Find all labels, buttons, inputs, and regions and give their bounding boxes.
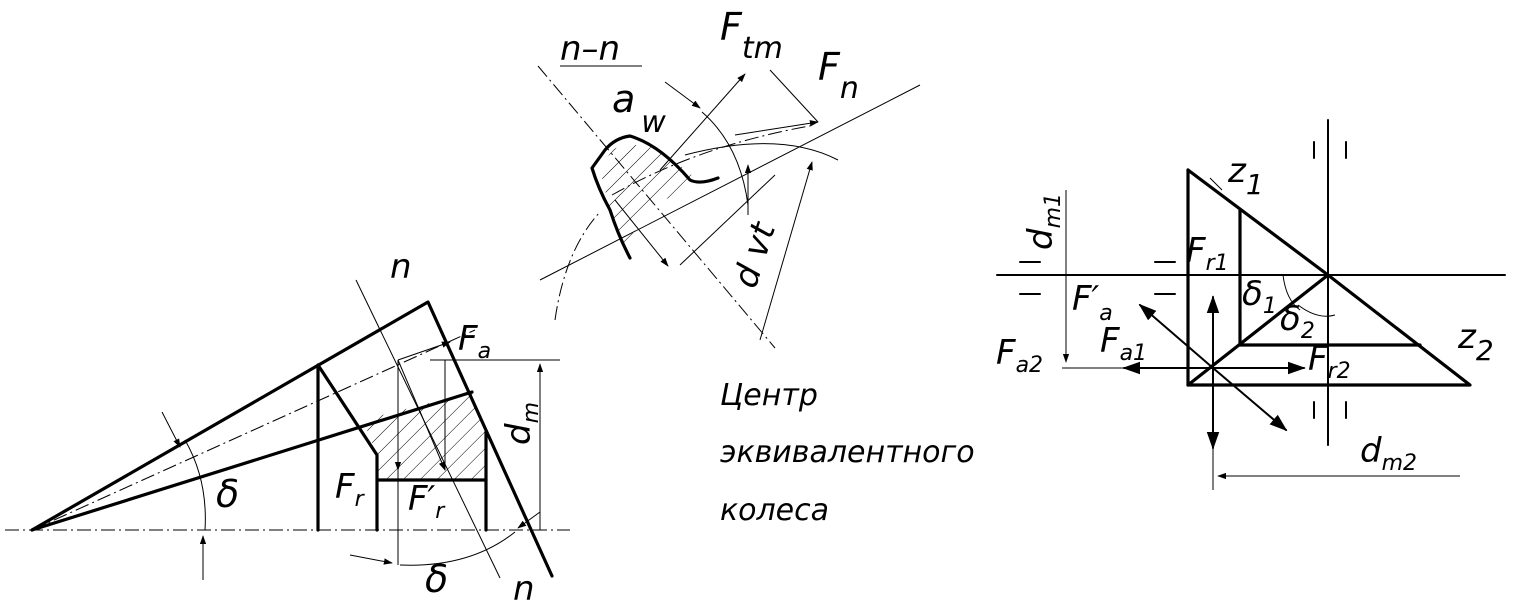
caption-line-3: колеса — [720, 493, 829, 528]
left-rim-outline — [316, 363, 379, 532]
fr-label: Fr — [335, 467, 366, 512]
svg-text:dm1: dm1 — [1021, 193, 1066, 250]
delta-left-arrow-top — [161, 411, 181, 448]
fa-arrow-line — [397, 341, 451, 361]
center-caption: Центр эквивалентного колеса — [720, 378, 975, 528]
section-outer-arc — [684, 143, 839, 161]
fn-arrow-line — [734, 120, 819, 136]
left-pitch-line — [31, 329, 476, 531]
delta1-label: δ1 — [1242, 274, 1277, 319]
section-center-line — [537, 65, 776, 349]
section-radial-down — [614, 199, 669, 267]
aw-arc — [701, 111, 749, 206]
delta-left-label: δ — [216, 472, 239, 516]
aw-label: aw — [612, 77, 666, 140]
fn-label: Fn — [818, 45, 859, 106]
dvt-dimension-line — [759, 161, 813, 341]
delta-arc-left — [184, 439, 206, 531]
fn-to-ftm-ref — [769, 69, 819, 123]
left-n-bottom-label: n — [513, 569, 535, 609]
delta-bottom-label: δ — [425, 557, 448, 601]
gear2-z-extension — [1419, 344, 1446, 366]
section-label: n–n — [560, 29, 620, 69]
caption-line-2: эквивалентного — [720, 435, 975, 470]
delta-arc-bottom — [399, 531, 516, 566]
delta2-label: δ2 — [1280, 299, 1315, 344]
fr-prime-label: F′r — [408, 479, 446, 524]
section-tooth-hatch — [600, 145, 700, 250]
section-n-n-view: n–n Ftm Fn aw d vt — [537, 5, 921, 349]
left-n-top-label: n — [390, 247, 412, 287]
gear1-outline — [1186, 168, 1330, 387]
svg-text:d vt: d vt — [726, 216, 785, 293]
ftm-arrow-line — [659, 73, 746, 171]
section-pitch-arc — [554, 211, 601, 321]
delta2-arc — [1297, 304, 1336, 317]
delta-bottom-arrow-right — [517, 511, 541, 529]
gear2-outline — [1186, 273, 1472, 387]
delta1-arc — [1282, 274, 1301, 311]
fr2-label: Fr2 — [1308, 339, 1351, 384]
section-tangent-line — [539, 84, 921, 281]
left-bevel-gear-view: n n Fa dm Fr F′r δ δ — [5, 247, 570, 609]
left-hatched-section — [363, 392, 486, 480]
aw-arrow-top — [664, 81, 701, 109]
dm-label: dm — [499, 402, 544, 445]
dvt-label: d vt — [726, 216, 785, 293]
dm2-label: dm2 — [1360, 431, 1417, 476]
fa1-arrow — [1212, 367, 1288, 432]
dm1-label: dm1 — [1021, 193, 1066, 250]
svg-text:dm: dm — [499, 402, 544, 445]
fa1-label: Fa1 — [1100, 321, 1147, 366]
delta-bottom-arrow-left — [349, 554, 393, 565]
z2-label: z2 — [1457, 317, 1494, 367]
fa-label: Fa — [458, 319, 491, 364]
fr1-label: Fr1 — [1186, 231, 1229, 276]
fa2-label: Fa2 — [996, 333, 1043, 378]
caption-line-1: Центр — [720, 378, 818, 413]
z1-label: z1 — [1227, 151, 1264, 201]
ftm-label: Ftm — [720, 5, 783, 66]
gear1-z-extension — [1209, 177, 1223, 191]
fa-prime-label: F′a — [1072, 279, 1113, 326]
right-gear-pair-view: z1 z2 dm1 dm2 Fr1 F′a Fa1 Fa2 Fr2 δ1 δ2 — [996, 119, 1506, 490]
fr-prime-arrow-line — [397, 359, 446, 471]
left-cone-outline — [30, 300, 554, 578]
fa-prime-arrow — [1138, 303, 1214, 369]
dvt-extension — [679, 174, 776, 266]
